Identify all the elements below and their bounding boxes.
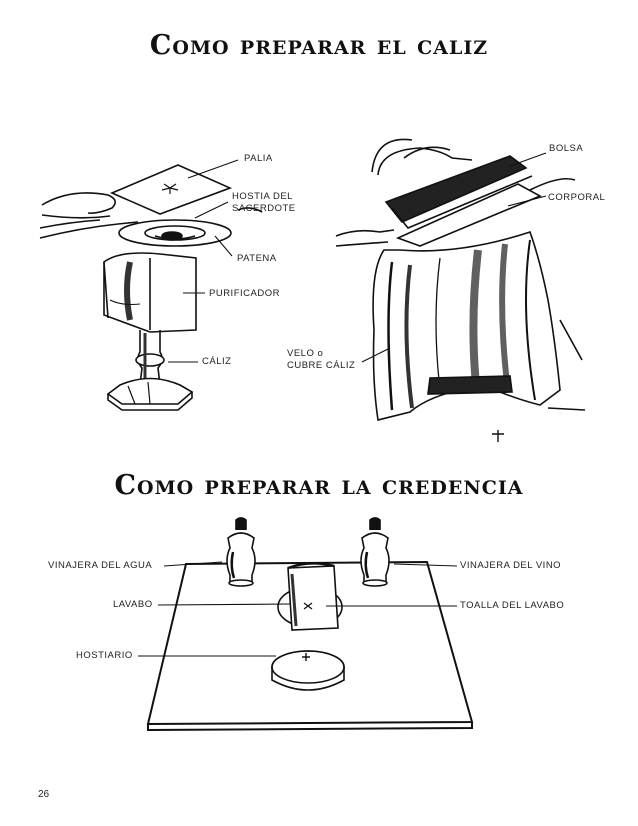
label-hostia-line2: SACERDOTE bbox=[232, 203, 296, 214]
label-caliz: CÁLIZ bbox=[202, 356, 232, 367]
label-lavabo: LAVABO bbox=[113, 599, 153, 610]
title-chalice: Como preparar el caliz bbox=[149, 30, 489, 61]
label-corporal: CORPORAL bbox=[548, 192, 606, 203]
label-hostia-line1: HOSTIA DEL bbox=[232, 191, 293, 202]
label-hostiario: HOSTIARIO bbox=[76, 650, 133, 661]
label-bolsa: BOLSA bbox=[549, 143, 584, 154]
label-palia: PALIA bbox=[244, 153, 273, 164]
label-vinajera-agua: VINAJERA DEL AGUA bbox=[48, 560, 153, 571]
label-patena: PATENA bbox=[237, 253, 277, 264]
chalice-right-illustration bbox=[335, 138, 586, 442]
chalice-left-illustration bbox=[39, 159, 263, 411]
label-velo-line1: VELO o bbox=[287, 348, 324, 359]
page-number: 26 bbox=[38, 789, 50, 800]
label-velo-line2: CUBRE CÁLIZ bbox=[287, 360, 356, 371]
title-credence: Como preparar la credencia bbox=[114, 470, 524, 501]
label-vinajera-vino: VINAJERA DEL VINO bbox=[460, 560, 562, 571]
label-purificador: PURIFICADOR bbox=[209, 288, 280, 299]
credence-illustration bbox=[138, 517, 474, 732]
label-toalla: TOALLA DEL LAVABO bbox=[460, 600, 565, 611]
